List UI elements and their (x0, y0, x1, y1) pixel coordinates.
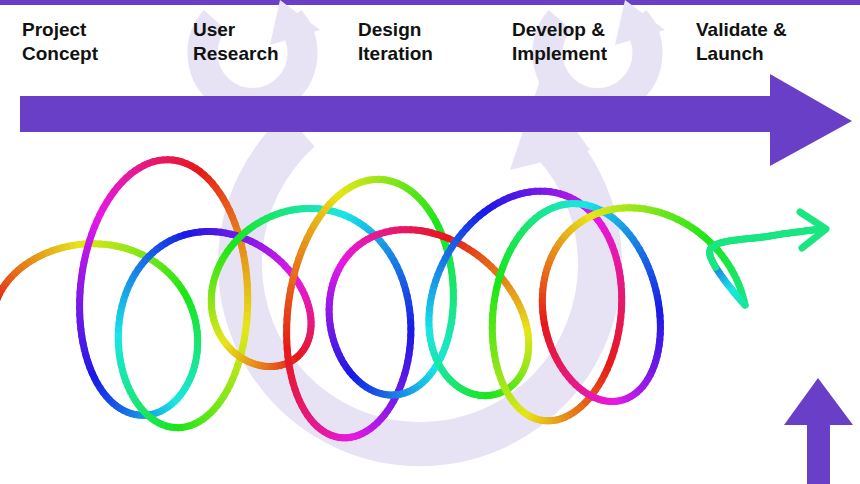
watermark-arrowhead (615, 0, 665, 45)
phase-label: Design Iteration (358, 18, 476, 66)
watermark-ring (240, 130, 600, 444)
watermark-arrowhead (270, 0, 320, 45)
phase-label: Validate & Launch (696, 18, 814, 66)
scribble (0, 160, 826, 438)
phase-label: User Research (193, 18, 311, 66)
top-band (0, 0, 860, 5)
watermark-heads (270, 0, 665, 170)
scribble-arrowhead (800, 212, 826, 248)
watermark (203, 20, 648, 444)
phase-label: Project Concept (22, 18, 140, 66)
process-arrow (20, 74, 852, 166)
up-arrow (784, 378, 853, 484)
phase-label: Develop & Implement (512, 18, 630, 66)
